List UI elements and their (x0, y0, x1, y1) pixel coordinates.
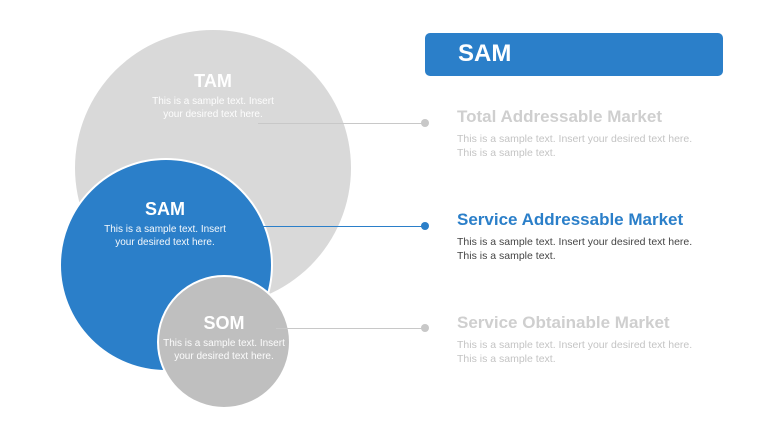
header-banner: SAM (425, 33, 723, 76)
som-connector-line (276, 328, 425, 329)
sam-body: This is a sample text. Insert your desir… (457, 236, 693, 262)
som-circle-label: SOM (203, 313, 245, 333)
tam-body: This is a sample text. Insert your desir… (457, 133, 693, 159)
sam-circle-label: SAM (145, 199, 185, 219)
tam-connector-line (258, 123, 425, 124)
sam-circle-description: This is a sample text. Insert your desir… (104, 224, 226, 248)
sam-connector-dot (421, 222, 429, 230)
sam-connector-line (255, 226, 425, 227)
sam-title: Service Addressable Market (457, 210, 684, 229)
som-body: This is a sample text. Insert your desir… (457, 339, 693, 365)
tam-circle-text: TAM This is a sample text. Insert your d… (148, 71, 278, 121)
sam-description-block: Service Addressable Market This is a sam… (457, 208, 697, 263)
som-description-block: Service Obtainable Market This is a samp… (457, 311, 697, 366)
header-title: SAM (458, 40, 512, 67)
som-circle (157, 275, 291, 409)
som-circle-text: SOM This is a sample text. Insert your d… (159, 313, 289, 363)
tam-circle-label: TAM (194, 71, 232, 91)
sam-circle-text: SAM This is a sample text. Insert your d… (100, 199, 230, 249)
som-title: Service Obtainable Market (457, 313, 670, 332)
som-connector-dot (421, 324, 429, 332)
tam-connector-dot (421, 119, 429, 127)
tam-circle-description: This is a sample text. Insert your desir… (152, 96, 274, 120)
som-circle-description: This is a sample text. Insert your desir… (163, 338, 285, 362)
tam-title: Total Addressable Market (457, 107, 663, 126)
tam-description-block: Total Addressable Market This is a sampl… (457, 105, 697, 160)
